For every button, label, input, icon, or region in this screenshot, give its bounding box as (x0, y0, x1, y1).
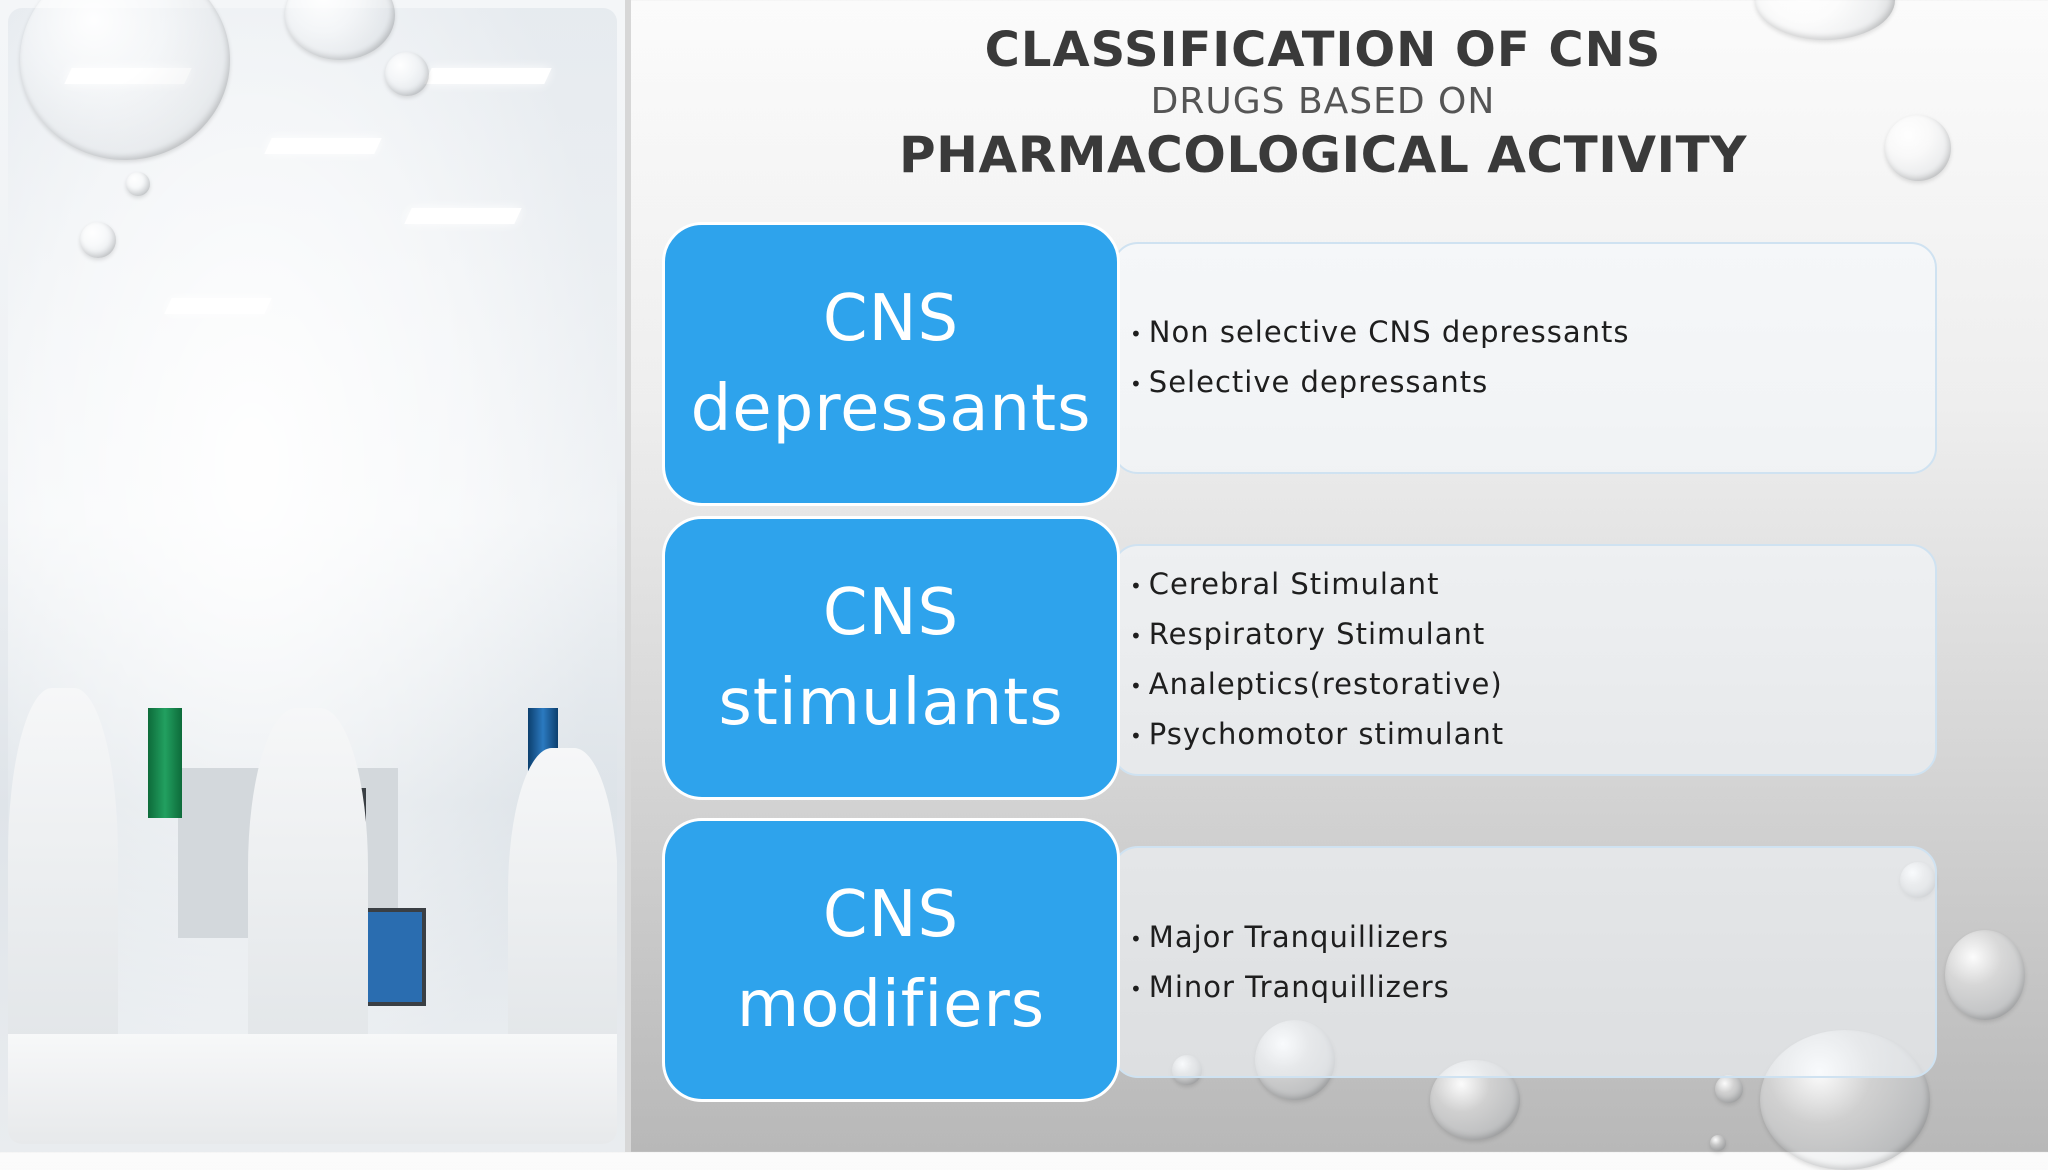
detail-box (1112, 544, 1937, 776)
category-row-depressants: CNS depressants •Non selective CNS depre… (662, 222, 1937, 506)
green-cylinder (148, 708, 182, 818)
category-box: CNS depressants (662, 222, 1120, 506)
title-line-1: CLASSIFICATION OF CNS (984, 22, 1662, 78)
list-item: •Minor Tranquillizers (1130, 963, 1450, 1013)
title-line-3: PHARMACOLOGICAL ACTIVITY (899, 126, 1747, 184)
lab-photo (8, 8, 617, 1144)
water-droplet (385, 52, 429, 96)
list-item-text: Non selective CNS depressants (1148, 315, 1630, 349)
category-label-line-1: CNS (822, 576, 960, 650)
ceiling-light (424, 68, 552, 84)
water-droplet (1885, 115, 1951, 181)
list-item: •Cerebral Stimulant (1130, 560, 1504, 610)
list-item-text: Major Tranquillizers (1148, 920, 1450, 954)
category-row-modifiers: CNS modifiers •Major Tranquillizers •Min… (662, 818, 1937, 1102)
list-item: •Analeptics(restorative) (1130, 660, 1504, 710)
water-droplet (1945, 930, 2025, 1020)
category-label-line-2: depressants (690, 372, 1092, 446)
list-item: •Major Tranquillizers (1130, 913, 1450, 963)
list-item: •Psychomotor stimulant (1130, 710, 1504, 760)
bullet-icon: • (1130, 574, 1143, 598)
list-item-text: Selective depressants (1148, 365, 1489, 399)
lab-photo-panel (0, 0, 631, 1152)
category-label-line-2: stimulants (718, 666, 1064, 740)
list-item: •Selective depressants (1130, 358, 1629, 408)
title-line-2: DRUGS BASED ON (1150, 81, 1496, 122)
category-label-line-2: modifiers (736, 968, 1046, 1042)
ceiling-light (164, 298, 272, 314)
category-box: CNS stimulants (662, 516, 1120, 800)
bullet-icon: • (1130, 674, 1143, 698)
bullet-icon: • (1130, 927, 1143, 951)
category-row-stimulants: CNS stimulants •Cerebral Stimulant •Resp… (662, 516, 1937, 800)
water-droplet (1710, 1135, 1726, 1151)
list-item-text: Minor Tranquillizers (1148, 970, 1450, 1004)
bullet-icon: • (1130, 624, 1143, 648)
sub-item-list: •Cerebral Stimulant •Respiratory Stimula… (1130, 560, 1504, 760)
lab-bench (8, 1034, 617, 1144)
list-item-text: Psychomotor stimulant (1148, 717, 1505, 751)
bullet-icon: • (1130, 372, 1143, 396)
sub-item-list: •Major Tranquillizers •Minor Tranquilliz… (1130, 913, 1450, 1013)
detail-box (1112, 846, 1937, 1078)
slide-title: CLASSIFICATION OF CNS DRUGS BASED ON PHA… (640, 20, 2006, 186)
list-item: •Respiratory Stimulant (1130, 610, 1504, 660)
list-item: •Non selective CNS depressants (1130, 308, 1629, 358)
water-droplet (1715, 1075, 1743, 1103)
water-droplet (20, 0, 230, 160)
list-item-text: Analeptics(restorative) (1148, 667, 1503, 701)
category-box: CNS modifiers (662, 818, 1120, 1102)
bullet-icon: • (1130, 322, 1143, 346)
sub-item-list: •Non selective CNS depressants •Selectiv… (1130, 308, 1629, 408)
list-item-text: Respiratory Stimulant (1148, 617, 1486, 651)
category-label-line-1: CNS (822, 878, 960, 952)
bullet-icon: • (1130, 977, 1143, 1001)
ceiling-light (404, 208, 522, 224)
ceiling-light (264, 138, 382, 154)
list-item-text: Cerebral Stimulant (1148, 567, 1440, 601)
water-droplet (126, 172, 150, 196)
category-label-line-1: CNS (822, 282, 960, 356)
bullet-icon: • (1130, 724, 1143, 748)
water-droplet (80, 222, 116, 258)
detail-box (1112, 242, 1937, 474)
